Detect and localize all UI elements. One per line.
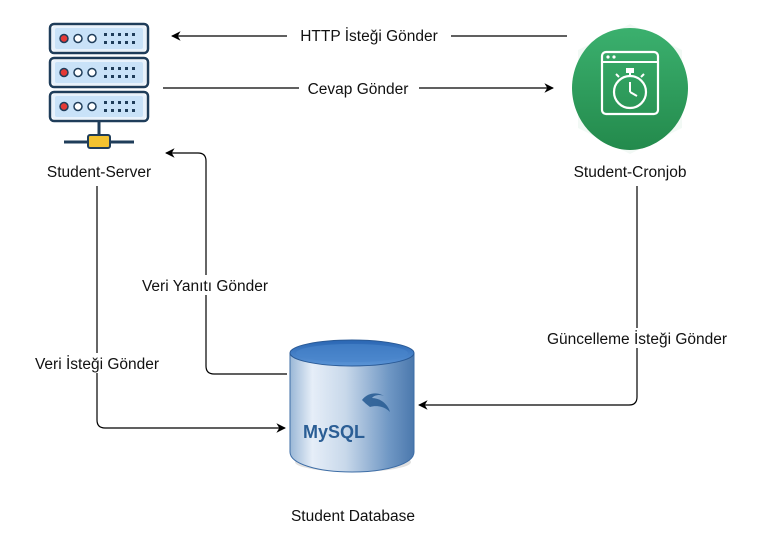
cronjob-label: Student-Cronjob: [574, 164, 687, 181]
mysql-logo-text: MySQL: [303, 422, 365, 442]
edge-label-data-request: Veri İsteği Gönder: [35, 355, 159, 373]
database-node[interactable]: MySQL Student Database: [289, 339, 415, 525]
edge-update-request: Güncelleme İsteği Gönder: [418, 186, 745, 410]
server-label: Student-Server: [47, 164, 151, 181]
edge-label-http-request: HTTP İsteği Gönder: [300, 27, 438, 45]
edge-http-request: HTTP İsteği Gönder: [171, 26, 567, 46]
edge-data-request: Veri İsteği Gönder: [20, 186, 286, 433]
mysql-database-icon: MySQL: [289, 339, 415, 473]
cronjob-node[interactable]: Student-Cronjob: [572, 24, 688, 181]
edge-label-response: Cevap Gönder: [308, 81, 409, 98]
edge-data-response: Veri Yanıtı Gönder: [128, 148, 287, 375]
stopwatch-badge-icon: [572, 24, 688, 154]
edge-label-data-response: Veri Yanıtı Gönder: [142, 278, 268, 295]
edge-response: Cevap Gönder: [163, 78, 554, 98]
server-node[interactable]: Student-Server: [47, 22, 151, 181]
database-label: Student Database: [291, 508, 415, 525]
edge-label-update-request: Güncelleme İsteği Gönder: [547, 330, 727, 348]
server-rack-icon: [48, 22, 150, 149]
